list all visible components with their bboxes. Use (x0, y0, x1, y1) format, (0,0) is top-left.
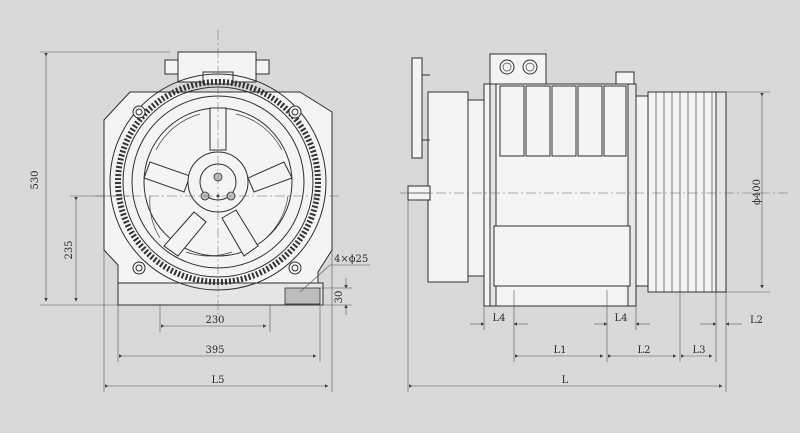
sheave-flange (635, 95, 649, 287)
dim-l2-groove: L2 (700, 292, 763, 330)
dim-label-l3: L3 (692, 345, 705, 356)
dim-sheave-400: ϕ400 (726, 91, 770, 293)
dim-height-530: 530 (30, 51, 170, 306)
dim-label-l1: L1 (553, 345, 566, 356)
dim-row-l1-l3: L1 L2 L3 (513, 292, 717, 362)
base-foot (117, 282, 324, 306)
dim-label-l4-right: L4 (614, 313, 627, 324)
side-view: ϕ400 L4 L4 L2 (400, 53, 790, 392)
dim-overall-l: L (407, 200, 727, 392)
dim-label-230: 230 (205, 315, 224, 326)
front-view: 530 235 230 395 L5 (30, 30, 370, 392)
foot-pad (284, 287, 321, 305)
traction-sheave (647, 91, 725, 293)
wheel-spokes (143, 107, 293, 257)
brake-disk (427, 91, 469, 283)
dim-label-l2: L2 (637, 345, 650, 356)
dim-label-l: L (562, 375, 569, 386)
dim-foot-30: 30 (320, 278, 352, 315)
brake-hub (467, 99, 485, 277)
dim-l4-right: L4 (594, 290, 650, 330)
dim-base-395: 395 (117, 305, 321, 362)
sheave-grooves (655, 92, 713, 292)
nameplate (493, 225, 631, 287)
dim-overall-l5: L5 (103, 250, 333, 392)
cooling-fins (499, 85, 627, 157)
terminal-lug-right (255, 59, 270, 75)
dim-label-235: 235 (64, 240, 75, 259)
side-terminal-box (489, 53, 547, 85)
mounting-bolts (132, 105, 302, 275)
dim-label-30: 30 (334, 291, 345, 304)
side-lug (615, 71, 635, 85)
dim-label-l5: L5 (211, 375, 224, 386)
dim-holes-230: 230 (159, 305, 271, 332)
dim-label-530: 530 (30, 170, 41, 189)
dim-label-395: 395 (205, 345, 224, 356)
brake-lever (411, 57, 423, 159)
dim-label-d400: ϕ400 (752, 179, 763, 205)
dim-l4-left: L4 (470, 290, 528, 330)
dim-label-l4-left: L4 (492, 313, 505, 324)
dim-label-holes: 4×ϕ25 (334, 254, 368, 265)
dim-label-l2-groove: L2 (750, 315, 763, 326)
dim-shaft-235: 235 (64, 195, 130, 302)
holes-callout: 4×ϕ25 (299, 254, 370, 293)
terminal-lug-left (164, 59, 179, 75)
